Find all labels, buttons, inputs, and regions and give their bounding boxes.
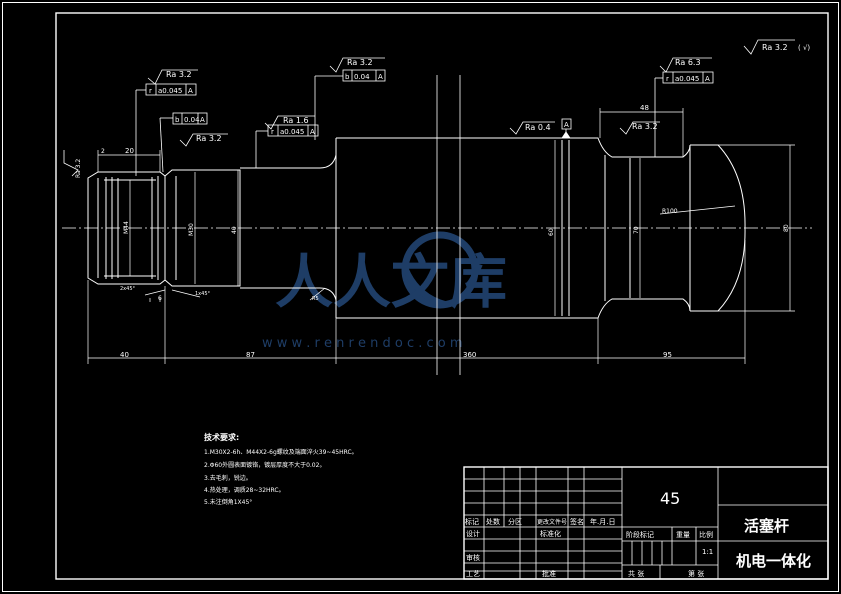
dim-6: 6 xyxy=(158,295,162,302)
roughness-thread-neck: Ra 1.6 xyxy=(283,116,309,125)
tol-rod-perp-val: 0.04 xyxy=(354,73,370,81)
hdr-zone: 分区 xyxy=(508,517,522,526)
dim-m44: M44 xyxy=(123,221,130,234)
hdr-count: 处数 xyxy=(486,517,500,526)
watermark: 人人文库 w w w . r e n r e n d o c . c o m xyxy=(262,231,507,351)
roughness-groove-right: Ra 6.3 xyxy=(675,58,701,67)
tol-right-runout-val: a0.045 xyxy=(675,75,699,83)
tol-neck-runout-val: a0.045 xyxy=(280,128,304,136)
dimension-texts: 40 87 360 95 48 20 2 6 M44 M30 40 60 70 … xyxy=(101,104,790,359)
dim-chamfer-left: 2x45° xyxy=(120,286,136,292)
tolerance-texts: r a0.045 A b 0.04 A r a0.045 A b 0.04 A … xyxy=(149,73,710,136)
title-block xyxy=(463,466,829,580)
dim-20: 20 xyxy=(125,147,134,155)
roughness-left-end: Ra 3.2 xyxy=(166,70,192,79)
hdr-date: 年.月.日 xyxy=(590,517,615,526)
note-item: 2.Φ60外圆表面镀铬，镀层厚度不大于0.02。 xyxy=(204,461,325,469)
dim-40: 40 xyxy=(120,351,129,359)
tol-left-runout-val: a0.045 xyxy=(158,87,182,95)
tol-rod-perp-ref: A xyxy=(378,73,383,81)
dim-dia-70: 70 xyxy=(633,226,640,234)
hdr-doc: 更改文件号 xyxy=(537,518,567,526)
sheets-total: 共 张 xyxy=(628,569,644,578)
row-review: 审核 xyxy=(466,553,480,562)
roughness-labels: Ra 3.2 ( √) Ra 3.2 Ra 3.2 Ra 1.6 Ra 3.2 … xyxy=(75,43,810,178)
watermark-url: w w w . r e n r e n d o c . c o m xyxy=(262,336,463,351)
dim-radius-neck: R5 xyxy=(312,296,319,302)
dim-48: 48 xyxy=(640,104,649,112)
notes-heading: 技术要求: xyxy=(204,432,239,442)
tol-left-perp-ref: A xyxy=(200,116,205,124)
hdr-stage: 阶段标记 xyxy=(626,530,654,539)
roughness-general: Ra 3.2 xyxy=(762,43,788,52)
tol-neck-runout-ref: A xyxy=(310,128,315,136)
row-process: 工艺 xyxy=(466,570,480,578)
dim-m30: M30 xyxy=(188,223,195,236)
note-item: 4.热处理，调质28~32HRC。 xyxy=(204,486,285,494)
dim-radius: R100 xyxy=(662,208,678,215)
dim-95: 95 xyxy=(663,351,672,359)
scale: 1:1 xyxy=(702,548,713,556)
row-design: 设计 xyxy=(466,529,480,538)
tol-left-runout-sym: r xyxy=(149,87,152,95)
technical-notes: 技术要求: 1.M30X2-6h、M44X2-6g螺纹及端面淬火39~45HRC… xyxy=(204,432,358,506)
dim-dia-40: 40 xyxy=(231,226,238,234)
dimension-lines xyxy=(87,108,795,364)
tol-rod-perp-sym: b xyxy=(345,73,350,81)
hdr-scale: 比例 xyxy=(699,530,713,539)
tol-right-runout-ref: A xyxy=(705,75,710,83)
project-name: 机电一体化 xyxy=(736,552,811,570)
row-approve: 批准 xyxy=(542,569,556,578)
datum-label: A xyxy=(564,121,569,129)
roughness-rod-top: Ra 3.2 xyxy=(347,58,373,67)
note-item: 1.M30X2-6h、M44X2-6g螺纹及端面淬火39~45HRC。 xyxy=(204,448,358,456)
sheet-number: 第 张 xyxy=(688,569,704,578)
roughness-left-face: Ra 3.2 xyxy=(75,159,82,178)
tol-left-perp-val: 0.04 xyxy=(184,116,200,124)
dim-dia-60: 60 xyxy=(548,228,555,236)
roughness-general-paren-icon: ( √) xyxy=(798,44,810,52)
note-item: 5.未注倒角1X45° xyxy=(204,498,252,506)
hdr-mark: 标记 xyxy=(465,517,479,526)
row-std: 标准化 xyxy=(540,529,561,538)
roughness-left-shoulder: Ra 3.2 xyxy=(196,134,222,143)
tol-left-runout-ref: A xyxy=(188,87,193,95)
title-block-text: 45 活塞杆 机电一体化 标记 处数 分区 更改文件号 签名 年.月.日 设计 … xyxy=(465,489,811,578)
tol-right-runout-sym: r xyxy=(666,75,669,83)
tol-neck-runout-sym: r xyxy=(271,128,274,136)
material: 45 xyxy=(660,489,680,508)
note-item: 3.去毛刺，锐边。 xyxy=(204,474,252,482)
watermark-text: 人人文库 xyxy=(275,248,507,316)
watermark-logo-icon xyxy=(401,231,479,309)
hdr-sign: 签名 xyxy=(570,517,584,526)
tol-left-perp-sym: b xyxy=(175,116,180,124)
hdr-weight: 重量 xyxy=(676,531,690,539)
roughness-rod-body: Ra 0.4 xyxy=(525,123,551,132)
dim-360: 360 xyxy=(463,351,476,359)
roughness-groove-left: Ra 3.2 xyxy=(632,122,658,131)
tolerance-frames xyxy=(135,69,714,176)
roughness-general-icon xyxy=(743,39,795,55)
dim-chamfer-right: 1x45° xyxy=(195,291,211,297)
inner-frame xyxy=(55,12,829,580)
dim-87: 87 xyxy=(246,351,255,359)
dim-2: 2 xyxy=(101,148,105,155)
part-name: 活塞杆 xyxy=(744,517,789,535)
dim-dia-80: 80 xyxy=(783,224,790,232)
